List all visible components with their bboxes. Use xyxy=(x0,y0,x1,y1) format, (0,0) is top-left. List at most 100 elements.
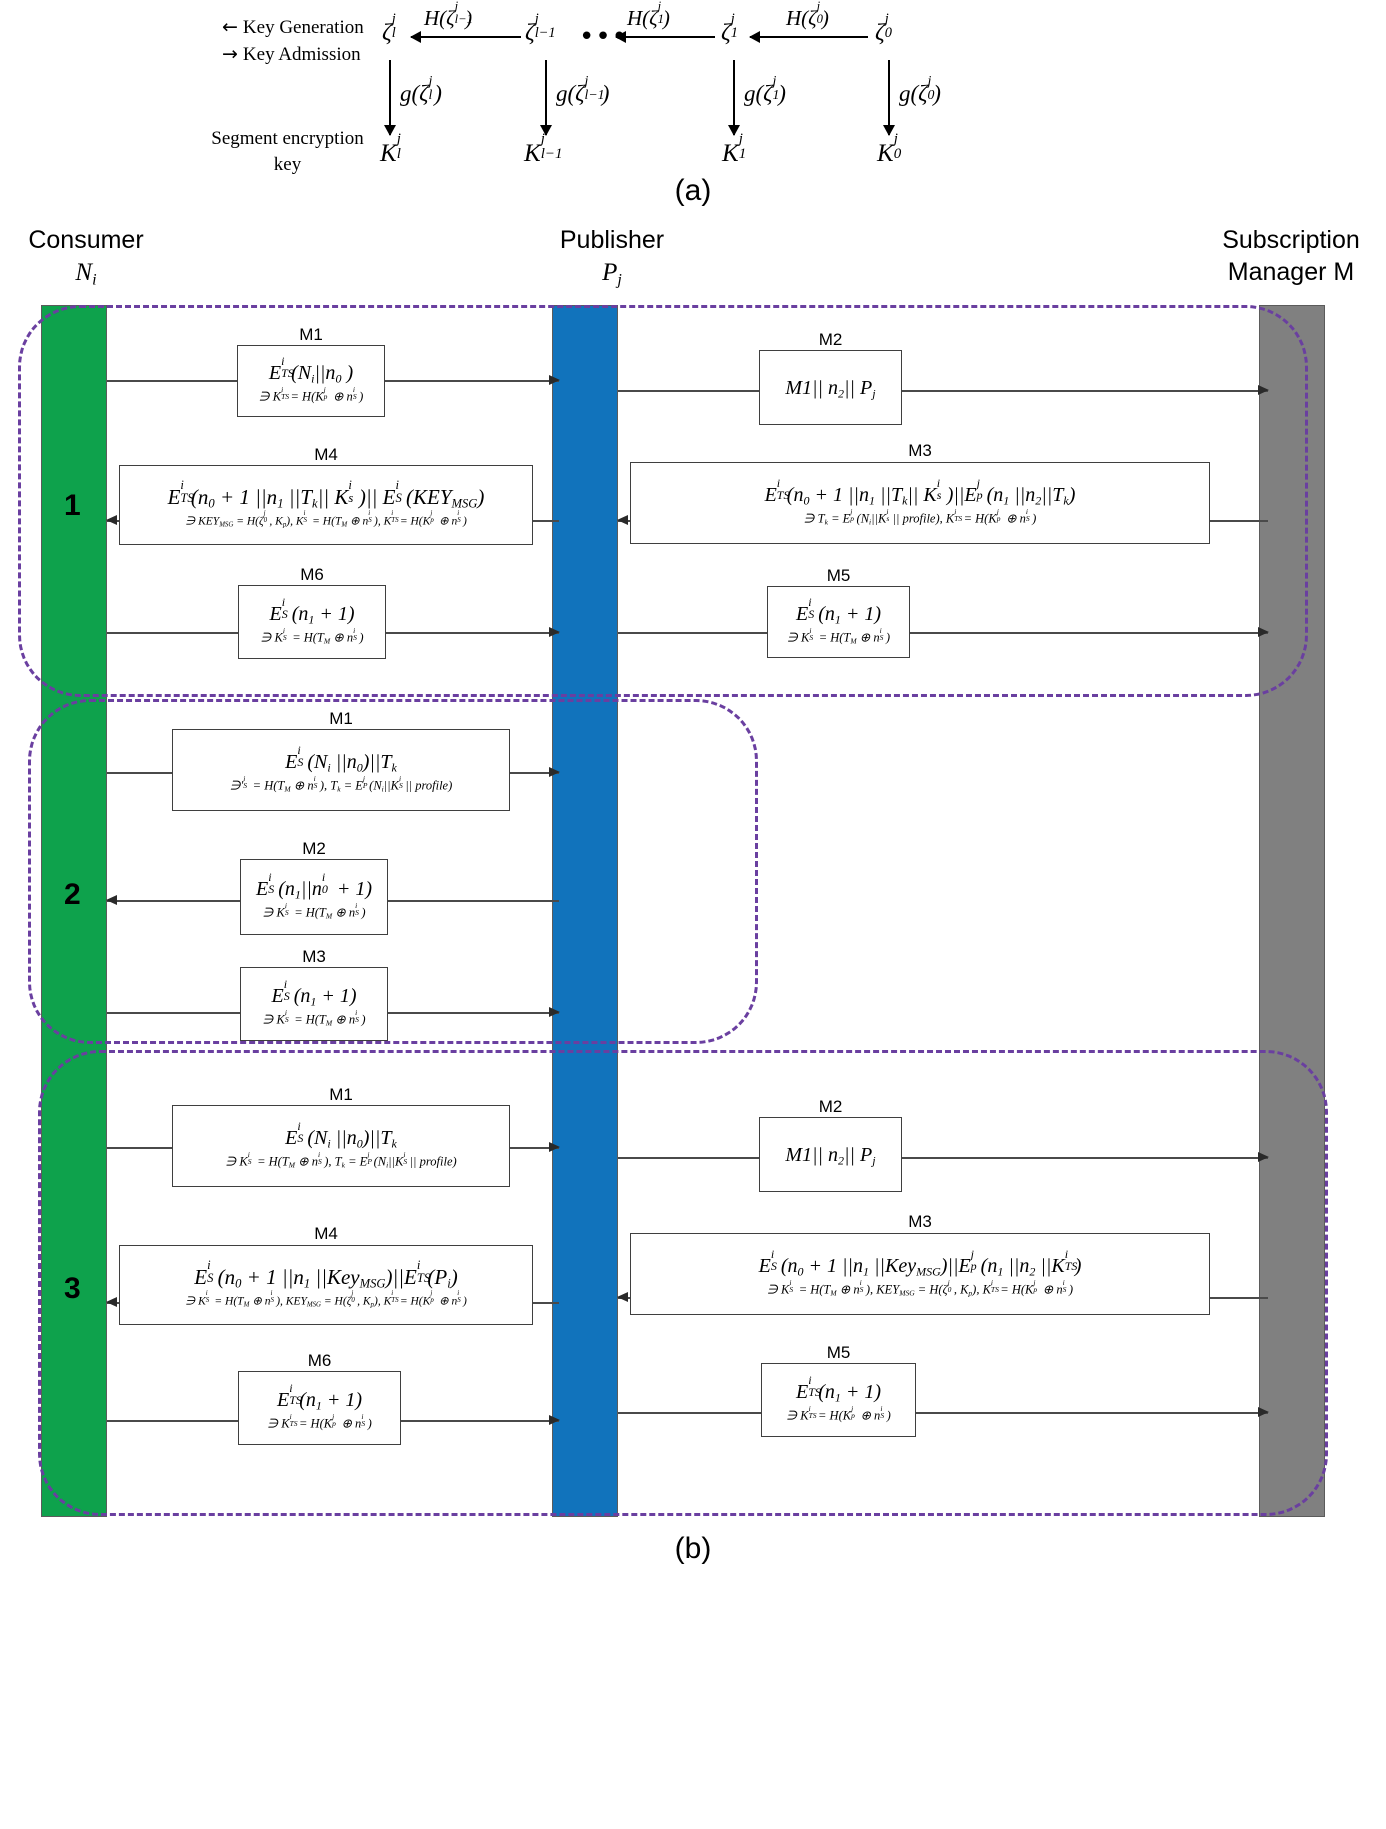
lifeline-bar-consumer xyxy=(41,305,107,1517)
manager-title: Subscription xyxy=(1222,226,1360,254)
message-box-p3-m2: M1|| n2|| Pj xyxy=(759,1117,902,1192)
msg-label-p3-m6: M6 xyxy=(307,1351,332,1370)
left-arrow-icon: ← xyxy=(222,16,238,38)
segment-key-line2: key xyxy=(273,153,302,175)
msg-label-p1-m3: M3 xyxy=(908,441,932,460)
lifeline-header-publisher: Publisher Pj xyxy=(505,224,719,291)
g-arrow-0 xyxy=(883,60,895,136)
lifeline-bar-publisher xyxy=(552,305,618,1517)
phase-number-3: 3 xyxy=(64,1272,81,1305)
lifeline-bar-manager xyxy=(1259,305,1325,1517)
segment-encryption-key-label: Segment encryption key xyxy=(195,126,380,177)
ellipsis-dots: ••• xyxy=(579,22,629,52)
msg-label-p3-m3: M3 xyxy=(908,1212,932,1231)
right-arrow-icon: → xyxy=(222,43,238,65)
g-arrow-1 xyxy=(728,60,740,136)
message-box-p1-m2: M1|| n2|| Pj xyxy=(759,350,902,425)
msg-label-p3-m2: M2 xyxy=(818,1097,843,1116)
g-arrow-l xyxy=(384,60,396,136)
caption-b: (b) xyxy=(674,1532,712,1565)
hash-arrow-1 xyxy=(615,31,715,43)
msg-label-p1-m1: M1 xyxy=(299,325,323,344)
caption-a: (a) xyxy=(674,174,712,207)
consumer-subtitle: Ni xyxy=(75,259,97,289)
phase-number-1: 1 xyxy=(64,489,81,522)
part-b-sequence-diagram: Consumer Ni Publisher Pj Subscription Ma… xyxy=(0,212,1386,1829)
hash-arrow-l-minus-1 xyxy=(410,31,521,43)
segment-key-line1: Segment encryption xyxy=(211,128,364,149)
legend-key-generation: ←Key Generation xyxy=(222,16,364,39)
part-a-key-chain-diagram: ←Key Generation →Key Admission Segment e… xyxy=(0,0,1386,212)
msg-label-p1-m2: M2 xyxy=(818,330,843,349)
lifeline-header-consumer: Consumer Ni xyxy=(0,224,172,291)
msg-label-p2-m1: M1 xyxy=(329,709,353,728)
legend-label: Key Admission xyxy=(242,44,361,65)
msg-label-p3-m4: M4 xyxy=(314,1224,338,1243)
msg-label-p1-m4: M4 xyxy=(314,445,338,464)
msg-label-p2-m3: M3 xyxy=(302,947,326,966)
consumer-title: Consumer xyxy=(28,226,144,254)
legend-key-admission: →Key Admission xyxy=(222,43,361,66)
msg-label-p3-m1: M1 xyxy=(329,1085,353,1104)
msg-label-p1-m5: M5 xyxy=(826,566,851,585)
publisher-title: Publisher xyxy=(559,226,665,254)
flow-p3-m2 xyxy=(618,1153,1269,1161)
flow-p1-m2 xyxy=(618,386,1269,394)
g-arrow-l-minus-1 xyxy=(540,60,552,136)
msg-line1: M1|| n2|| Pj xyxy=(785,1143,876,1168)
phase-number-2: 2 xyxy=(64,878,81,911)
msg-label-p2-m2: M2 xyxy=(302,839,326,858)
legend-label: Key Generation xyxy=(242,17,364,38)
flow-p3-m5 xyxy=(618,1408,1269,1416)
